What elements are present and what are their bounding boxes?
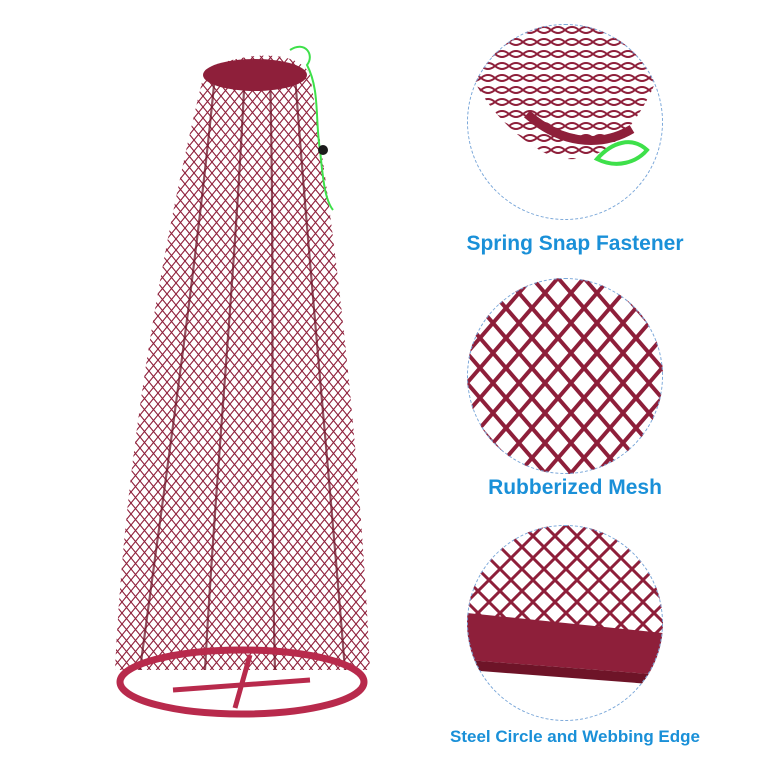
fastener-closeup-image — [467, 24, 663, 220]
spring-snap-fastener-detail — [467, 24, 663, 220]
mesh-closeup-image — [467, 278, 663, 474]
mesh-net-product-image — [115, 45, 370, 718]
rubberized-mesh-caption: Rubberized Mesh — [488, 476, 662, 499]
edge-closeup-image — [467, 525, 663, 721]
rubberized-mesh-detail — [467, 278, 663, 474]
steel-circle-caption: Steel Circle and Webbing Edge — [449, 727, 700, 746]
steel-circle-webbing-detail — [467, 525, 663, 721]
spring-snap-fastener-caption: Spring Snap Fastener — [466, 232, 684, 255]
